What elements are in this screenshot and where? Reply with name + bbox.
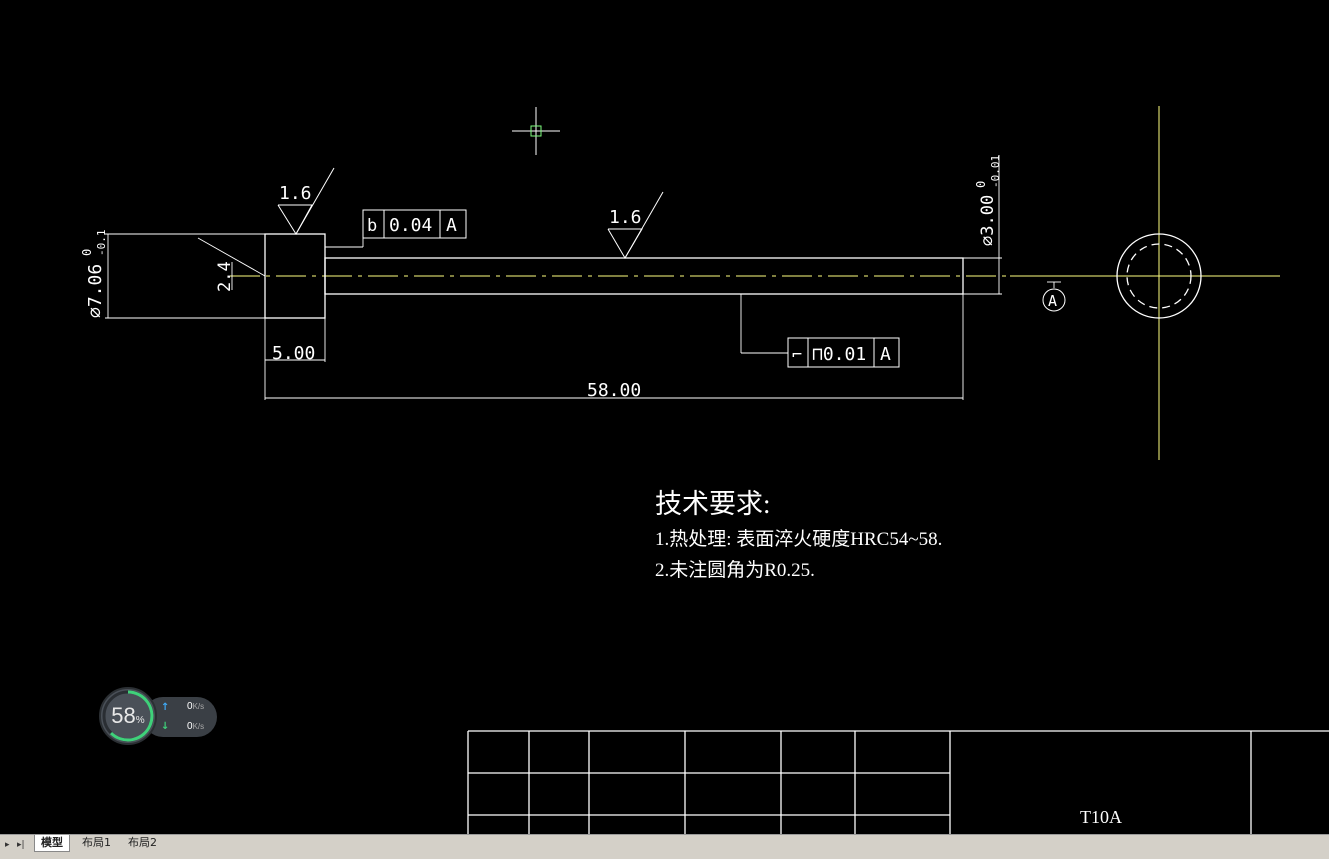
fcf-runout-value: ⊓0.01 — [812, 344, 866, 365]
dim-chamfer: 2.4 — [215, 261, 235, 292]
svg-text:⌀7.06: ⌀7.06 — [85, 264, 106, 318]
fcf-perp-datum: A — [446, 215, 457, 236]
gauge-ring-icon — [102, 690, 154, 742]
dim-head-length: 5.00 — [272, 343, 315, 364]
network-speed-widget[interactable]: ↑ 0K/s ↓ 0K/s 58% — [99, 687, 219, 747]
datum-label: A — [1048, 292, 1057, 310]
title-block-material: T10A — [1080, 807, 1122, 827]
svg-text:0: 0 — [974, 181, 988, 188]
title-block — [467, 730, 1329, 834]
upload-rate: 0K/s — [187, 701, 205, 712]
download-arrow-icon: ↓ — [161, 721, 170, 732]
crosshair-cursor-icon — [512, 107, 560, 155]
roughness-value-2: 1.6 — [609, 207, 642, 228]
layout-tab-bar: ▸ ▸| 模型 布局1 布局2 — [0, 834, 1329, 859]
dimension-lines — [105, 155, 1061, 400]
drawing-canvas[interactable]: 1.6 1.6 b 0.04 A ⌐ ⊓0.01 A A 58.00 5.00 … — [0, 0, 1329, 834]
dim-pin-diameter: ⌀3.00 0 -0.01 — [974, 155, 1002, 246]
tab-model[interactable]: 模型 — [34, 835, 70, 852]
svg-text:-0.1: -0.1 — [95, 230, 108, 257]
dim-head-diameter: ⌀7.06 0 -0.1 — [80, 230, 108, 319]
fcf-perp-value: 0.04 — [389, 215, 432, 236]
download-rate: 0K/s — [187, 721, 205, 732]
memory-usage-gauge[interactable]: 58% — [99, 687, 157, 745]
upload-arrow-icon: ↑ — [161, 702, 170, 713]
tech-req-title: 技术要求: — [655, 489, 771, 519]
datum-circle — [1042, 288, 1066, 312]
roughness-symbol-1 — [277, 167, 335, 235]
fcf-runout-symbol: ⌐ — [792, 345, 802, 365]
dim-total-length: 58.00 — [587, 380, 641, 401]
gauge-percent: 58% — [111, 703, 145, 728]
tab-layout2[interactable]: 布局2 — [128, 836, 157, 849]
roughness-value-1: 1.6 — [279, 183, 312, 204]
tech-req-line-1: 1.热处理: 表面淬火硬度HRC54~58. — [655, 528, 942, 550]
svg-text:0: 0 — [80, 249, 94, 256]
svg-text:⌀3.00: ⌀3.00 — [978, 195, 998, 246]
end-view — [1116, 233, 1202, 319]
centerline — [230, 106, 1280, 460]
svg-text:-0.01: -0.01 — [989, 155, 1002, 188]
fcf-runout-datum: A — [880, 344, 891, 365]
tab-scroll-next-icon[interactable]: ▸ — [5, 840, 10, 850]
roughness-symbol-2 — [607, 191, 664, 259]
tech-req-line-2: 2.未注圆角为R0.25. — [655, 559, 815, 581]
fcf-perp-symbol: b — [367, 216, 377, 236]
fcf-perpendicularity — [362, 209, 467, 239]
tab-scroll-last-icon[interactable]: ▸| — [17, 840, 25, 850]
fcf-runout — [787, 337, 900, 368]
tab-layout1[interactable]: 布局1 — [82, 836, 111, 849]
